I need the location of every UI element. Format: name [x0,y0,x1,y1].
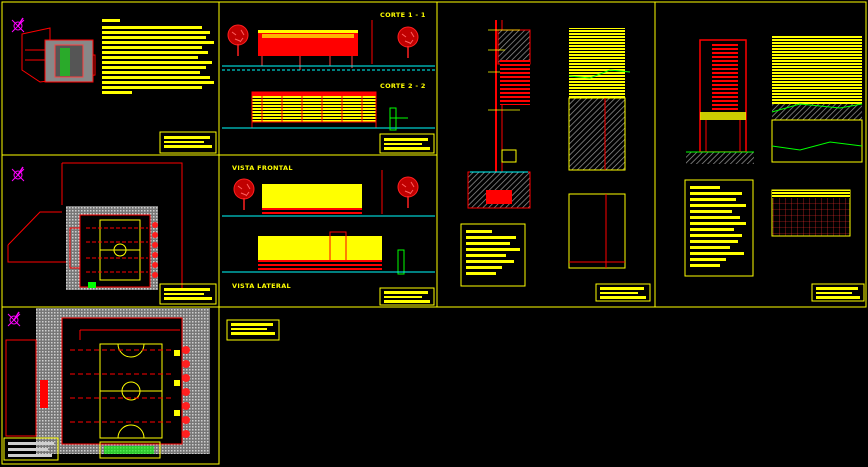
sheet-site-location [11,17,217,154]
title-block-icon [159,283,217,305]
section-2-label: CORTE 2 - 2 [380,82,426,90]
side-view-label: VISTA LATERAL [232,282,291,290]
sheet-elevations: VISTA FRONTAL VISTA LATERAL [222,164,435,306]
north-arrow-icon [11,166,25,182]
title-block-icon [379,133,435,154]
tree-icon [397,26,419,59]
title-block-icon [595,283,651,302]
title-block-icon [226,319,280,341]
sheet-enlarged-plan [3,308,210,461]
north-arrow-icon [7,311,21,327]
sheet-floor-plan [7,162,217,305]
section-1-label: CORTE 1 - 1 [380,11,426,19]
sheet-sections: CORTE 1 - 1 CORTE 2 - 2 [222,11,435,154]
north-arrow-icon [11,17,25,33]
title-block-icon [159,131,217,154]
general-notes-block [102,19,214,94]
tree-icon [397,176,419,209]
title-block-icon [379,287,435,306]
tree-icon [227,24,249,57]
sheet-wall-detail [460,20,651,302]
front-view-label: VISTA FRONTAL [232,164,293,172]
title-block-icon [811,283,865,302]
tree-icon [233,178,255,211]
sheet-structure-detail [684,36,865,302]
